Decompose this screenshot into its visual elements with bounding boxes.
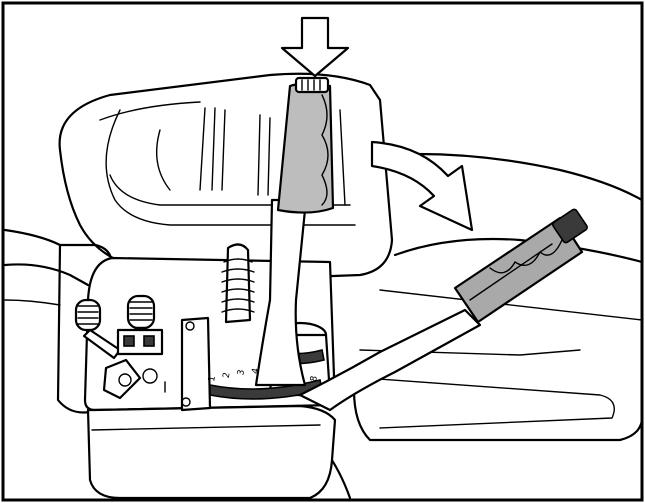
knob-2 <box>126 294 156 330</box>
lever-lowered <box>298 208 588 412</box>
scale-mark: 2 <box>222 372 233 379</box>
seat-outline <box>58 72 394 280</box>
mounting-plate <box>180 316 212 412</box>
lever-upright <box>254 76 335 387</box>
fender-outline <box>323 152 644 500</box>
scale-mark: 4 <box>251 367 262 375</box>
lowered-lever-grip <box>453 216 584 324</box>
scale-mark: 1 <box>207 375 218 382</box>
ribbed-knob <box>221 243 255 324</box>
left-control-knobs <box>74 294 164 360</box>
knob-1 <box>74 298 102 332</box>
ignition-key <box>102 358 166 400</box>
push-down-arrow-icon <box>280 16 350 78</box>
rotate-down-arrow-icon <box>370 140 474 232</box>
scale-mark: 3 <box>236 369 247 376</box>
scale-mark: 8 <box>309 375 320 383</box>
release-button <box>294 76 330 94</box>
lowered-release-button <box>552 208 588 244</box>
